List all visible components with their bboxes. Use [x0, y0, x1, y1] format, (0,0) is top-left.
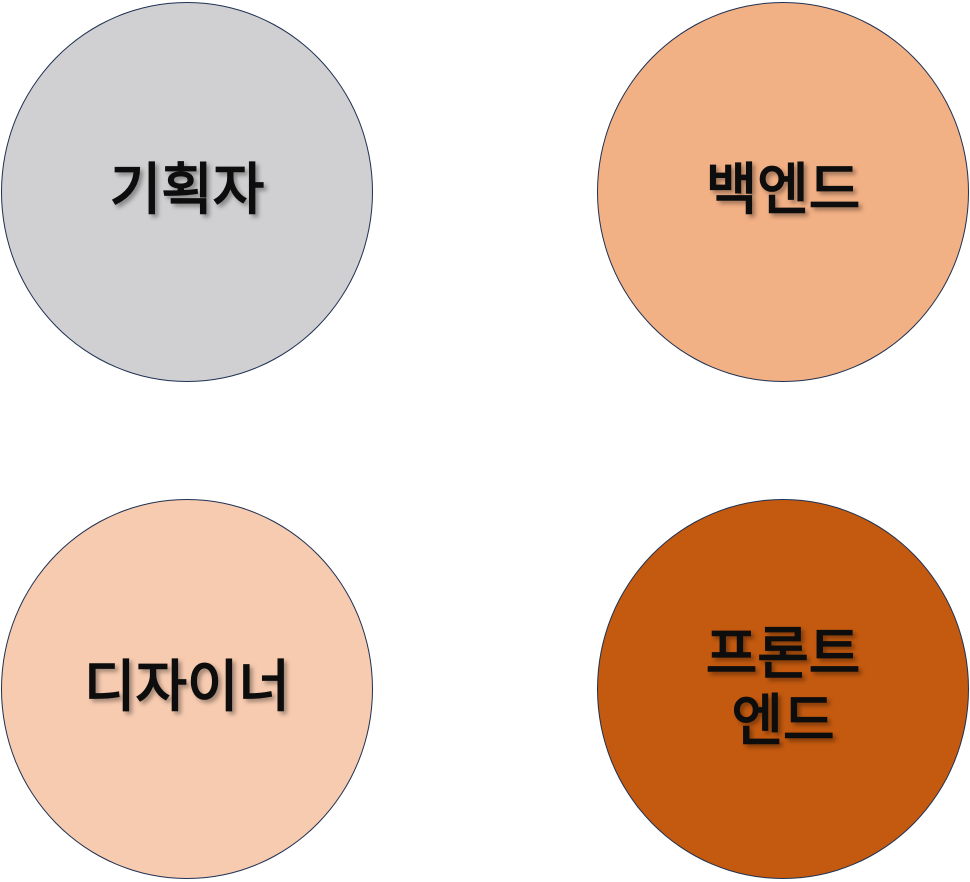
frontend-circle: 프론트 엔드: [597, 499, 969, 879]
planner-label: 기획자: [109, 158, 265, 224]
designer-circle: 디자이너: [1, 499, 373, 879]
frontend-label: 프론트 엔드: [705, 621, 861, 754]
designer-label: 디자이너: [83, 655, 291, 721]
backend-label: 백엔드: [705, 158, 861, 224]
planner-circle: 기획자: [1, 2, 373, 382]
backend-circle: 백엔드: [597, 2, 969, 382]
